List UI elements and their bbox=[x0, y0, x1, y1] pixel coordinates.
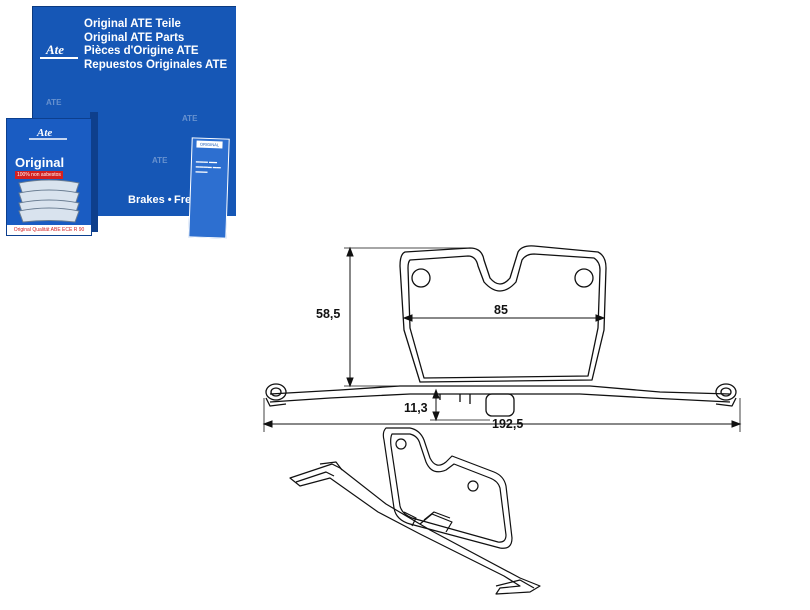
watermark: ATE bbox=[46, 98, 62, 107]
mounting-hole-left bbox=[411, 268, 431, 288]
package-line-fr: Pièces d'Origine ATE bbox=[84, 45, 199, 57]
spring-plate-outline bbox=[399, 245, 607, 383]
package-text-block: Original ATE Teile Original ATE Parts Pi… bbox=[84, 18, 227, 72]
box-title: Original bbox=[15, 155, 65, 170]
dim-height: 58,5 bbox=[316, 307, 340, 321]
watermark: ATE bbox=[152, 156, 168, 165]
spring-end-left-inner bbox=[270, 387, 282, 397]
svg-text:Ate: Ate bbox=[36, 127, 52, 139]
ate-logo-icon: Ate bbox=[29, 127, 67, 140]
dim-plate-width: 85 bbox=[494, 303, 508, 317]
wire-spring-bottom bbox=[269, 393, 731, 403]
mounting-hole-right bbox=[574, 268, 594, 288]
brake-pads-icon bbox=[18, 179, 80, 223]
dim-offset: 11,3 bbox=[404, 401, 428, 415]
box-red-band: 100% non asbestos bbox=[15, 171, 63, 179]
box-footer: Original Qualität ABE ECE R 90 bbox=[7, 225, 91, 235]
ate-logo-icon: Ate bbox=[40, 42, 78, 59]
wire-spring-top bbox=[269, 385, 731, 395]
spring-end-left bbox=[265, 383, 287, 401]
brake-pad-box: Ate Original 100% non asbestos Original … bbox=[6, 112, 98, 236]
perspective-view bbox=[289, 427, 541, 595]
package-line-es: Repuestos Originales ATE bbox=[84, 58, 228, 71]
watermark: ATE bbox=[182, 114, 198, 123]
spring-plate-inner bbox=[407, 253, 601, 379]
svg-text:Ate: Ate bbox=[45, 42, 64, 57]
package-line-en: Original ATE Parts bbox=[84, 31, 185, 44]
spring-end-right-inner bbox=[720, 387, 732, 397]
center-tab bbox=[485, 393, 515, 417]
dim-overall: 192,5 bbox=[492, 417, 523, 431]
brakes-label: Brakes • bbox=[128, 194, 172, 206]
package-line-de: Original ATE Teile bbox=[84, 18, 181, 30]
spring-end-right bbox=[715, 383, 737, 401]
box-side bbox=[90, 112, 98, 232]
box-front: Ate Original 100% non asbestos Original … bbox=[6, 118, 92, 236]
